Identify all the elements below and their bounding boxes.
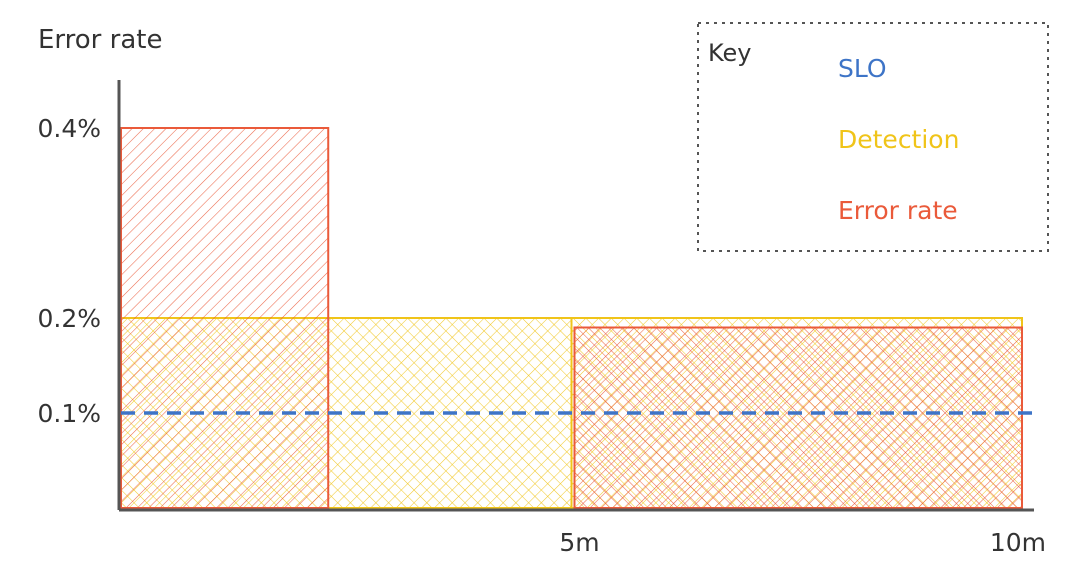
y-tick-labels: 0.1% 0.2% 0.4% xyxy=(37,114,101,428)
bar-error-rate-1 xyxy=(573,326,1023,509)
bars-layer xyxy=(120,127,1023,509)
y-tick-label: 0.4% xyxy=(37,114,101,143)
legend-entry-error-rate: Error rate xyxy=(838,196,958,225)
y-axis-label: Error rate xyxy=(38,25,162,55)
legend: Key SLO Detection Error rate xyxy=(697,22,1049,252)
x-tick-labels: 5m 10m xyxy=(559,528,1046,557)
y-tick-label: 0.1% xyxy=(37,399,101,428)
legend-box xyxy=(697,22,1049,252)
legend-entry-detection: Detection xyxy=(838,125,959,154)
y-tick-label: 0.2% xyxy=(37,304,101,333)
legend-entry-slo: SLO xyxy=(838,54,887,83)
bar-error-rate-0 xyxy=(120,127,330,509)
x-tick-label: 5m xyxy=(559,528,599,557)
x-tick-label: 10m xyxy=(990,528,1046,557)
legend-title: Key xyxy=(708,39,752,67)
